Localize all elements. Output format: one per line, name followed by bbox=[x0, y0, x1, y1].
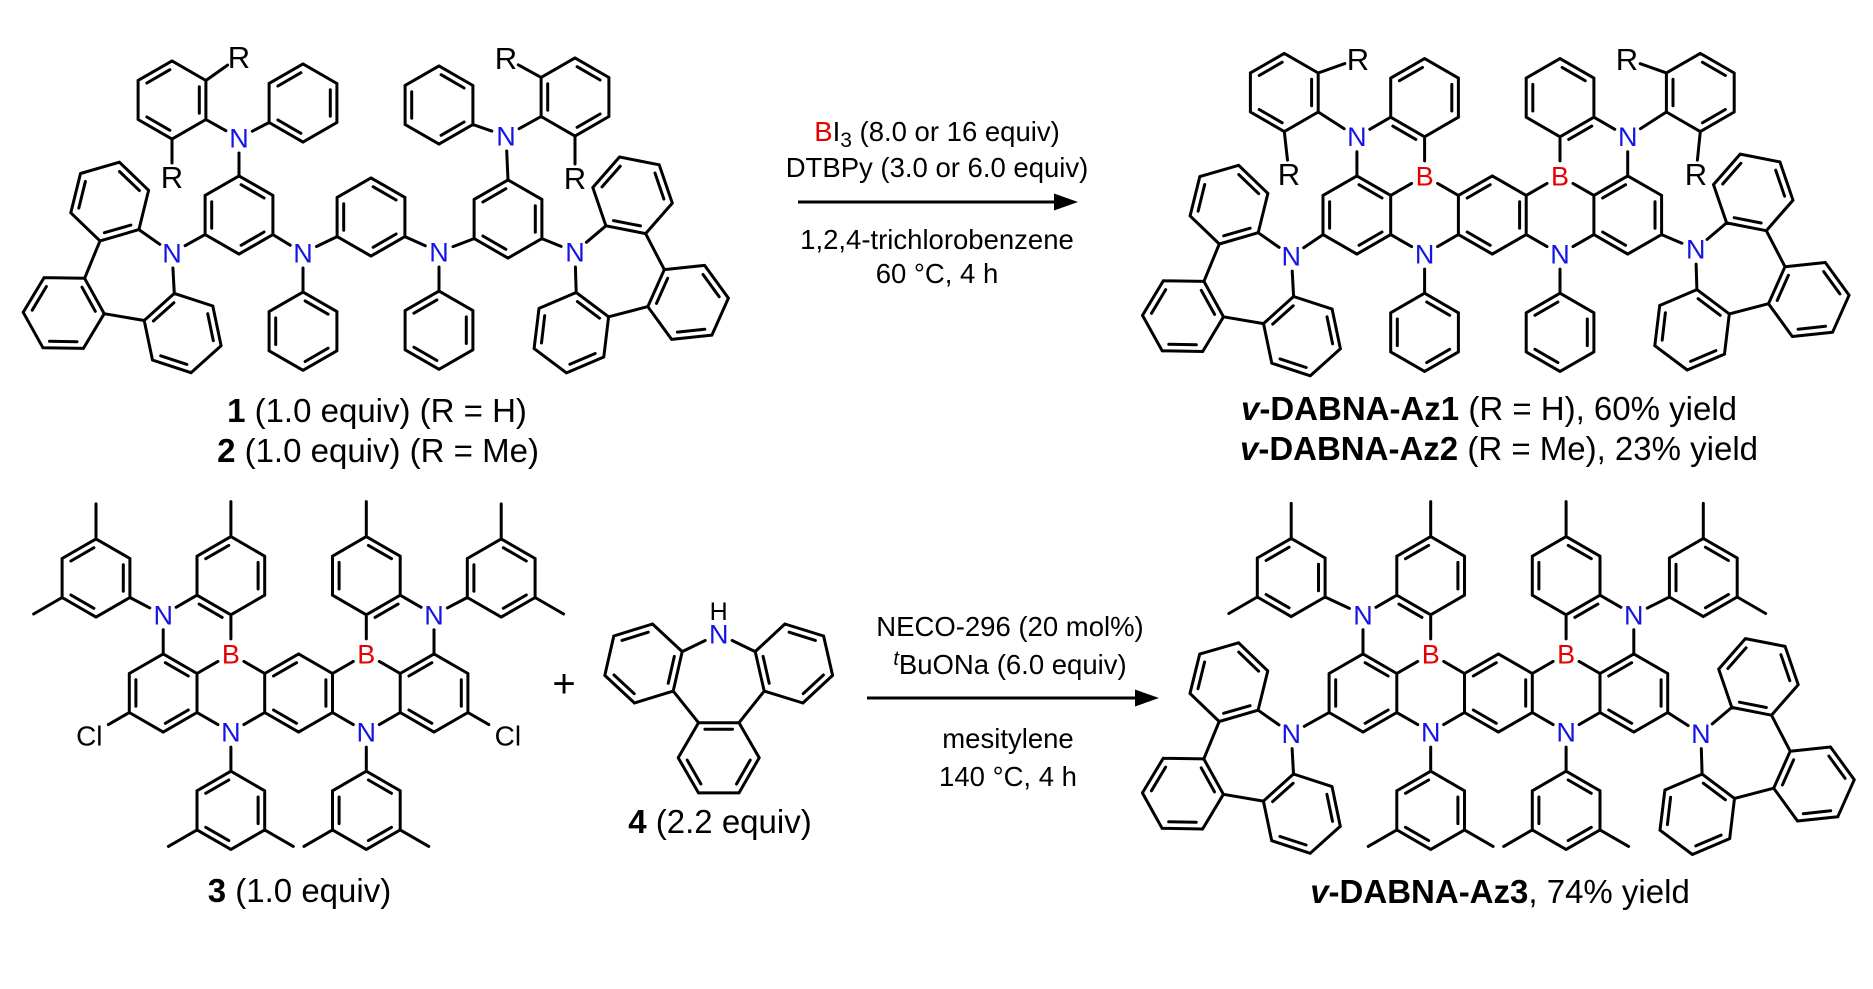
svg-text:R: R bbox=[1685, 157, 1707, 192]
svg-text:N: N bbox=[1282, 242, 1302, 272]
svg-text:1,2,4-trichlorobenzene: 1,2,4-trichlorobenzene bbox=[800, 224, 1074, 255]
svg-text:BI3 (8.0 or 16 equiv): BI3 (8.0 or 16 equiv) bbox=[814, 116, 1060, 152]
svg-text:N: N bbox=[1347, 122, 1367, 152]
svg-text:Cl: Cl bbox=[495, 720, 521, 751]
svg-text:N: N bbox=[162, 238, 182, 268]
svg-text:B: B bbox=[1422, 639, 1440, 669]
svg-text:R: R bbox=[1278, 157, 1300, 192]
svg-text:N: N bbox=[357, 718, 377, 748]
svg-text:v-DABNA-Az3, 74% yield: v-DABNA-Az3, 74% yield bbox=[1310, 873, 1690, 910]
svg-text:B: B bbox=[1416, 161, 1434, 191]
svg-text:B: B bbox=[222, 639, 240, 669]
svg-text:N: N bbox=[709, 620, 729, 650]
svg-text:N: N bbox=[424, 600, 444, 630]
svg-text:N: N bbox=[1624, 600, 1644, 630]
svg-text:B: B bbox=[1551, 161, 1569, 191]
svg-text:N: N bbox=[496, 121, 516, 151]
svg-text:R: R bbox=[161, 160, 183, 195]
svg-text:N: N bbox=[1618, 122, 1638, 152]
svg-text:2 (1.0 equiv) (R = Me): 2 (1.0 equiv) (R = Me) bbox=[217, 432, 539, 469]
svg-text:+: + bbox=[552, 662, 575, 706]
svg-text:Cl: Cl bbox=[76, 720, 102, 751]
svg-text:N: N bbox=[229, 123, 249, 153]
svg-text:R: R bbox=[495, 41, 517, 76]
svg-text:N: N bbox=[1421, 718, 1441, 748]
svg-text:N: N bbox=[1281, 719, 1301, 749]
svg-text:N: N bbox=[1686, 235, 1706, 265]
svg-text:R: R bbox=[228, 40, 250, 75]
svg-text:140 °C, 4 h: 140 °C, 4 h bbox=[939, 761, 1077, 792]
svg-text:60 °C, 4 h: 60 °C, 4 h bbox=[876, 258, 999, 289]
svg-text:R: R bbox=[1616, 42, 1638, 77]
svg-text:N: N bbox=[293, 238, 313, 268]
svg-text:N: N bbox=[1415, 240, 1435, 270]
svg-text:N: N bbox=[429, 237, 449, 267]
svg-text:N: N bbox=[1550, 240, 1570, 270]
svg-text:N: N bbox=[1556, 718, 1576, 748]
svg-text:mesitylene: mesitylene bbox=[942, 723, 1073, 754]
svg-text:v-DABNA-Az1 (R = H), 60% yield: v-DABNA-Az1 (R = H), 60% yield bbox=[1241, 390, 1737, 427]
svg-text:NECO-296 (20 mol%): NECO-296 (20 mol%) bbox=[876, 611, 1143, 642]
svg-text:R: R bbox=[1347, 42, 1369, 77]
svg-text:B: B bbox=[357, 639, 375, 669]
svg-text:N: N bbox=[565, 237, 585, 267]
svg-text:N: N bbox=[153, 600, 173, 630]
svg-text:H: H bbox=[710, 598, 728, 626]
svg-text:tBuONa (6.0 equiv): tBuONa (6.0 equiv) bbox=[893, 648, 1126, 680]
svg-text:4 (2.2 equiv): 4 (2.2 equiv) bbox=[628, 803, 811, 840]
svg-text:N: N bbox=[221, 718, 241, 748]
svg-text:N: N bbox=[1353, 600, 1373, 630]
svg-text:R: R bbox=[564, 161, 586, 196]
svg-text:3 (1.0 equiv): 3 (1.0 equiv) bbox=[208, 872, 391, 909]
svg-text:v-DABNA-Az2 (R = Me), 23% yiel: v-DABNA-Az2 (R = Me), 23% yield bbox=[1240, 430, 1758, 467]
svg-text:B: B bbox=[1557, 639, 1575, 669]
svg-text:DTBPy (3.0 or 6.0 equiv): DTBPy (3.0 or 6.0 equiv) bbox=[786, 152, 1089, 183]
svg-text:1 (1.0 equiv) (R = H): 1 (1.0 equiv) (R = H) bbox=[227, 392, 527, 429]
svg-text:N: N bbox=[1691, 719, 1711, 749]
